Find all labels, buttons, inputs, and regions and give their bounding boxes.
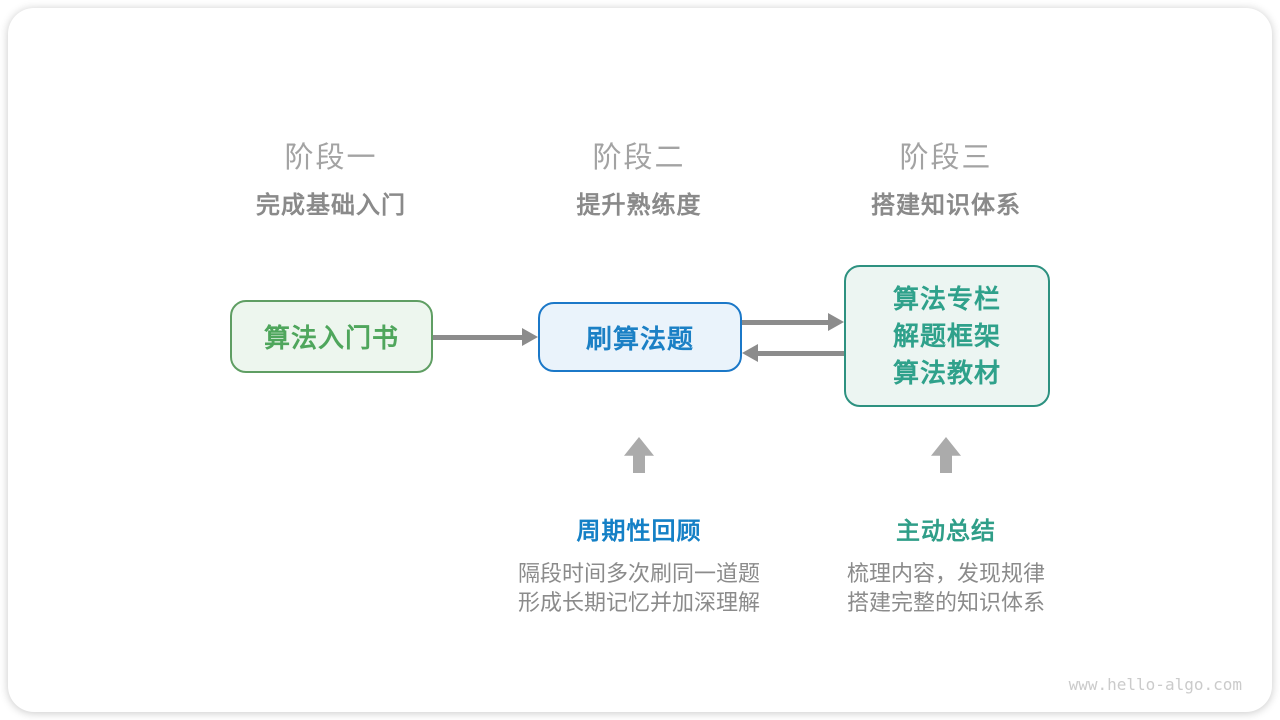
stage-3-title: 阶段三 (899, 142, 993, 174)
arrow-head-right-icon (828, 313, 844, 331)
node-practice-label: 刷算法题 (585, 323, 694, 354)
stage-2-subtitle: 提升熟练度 (576, 192, 702, 219)
arrow-shaft (433, 334, 522, 340)
arrow-up-icon (624, 437, 654, 473)
stage-1-subtitle: 完成基础入门 (256, 192, 406, 219)
node-practice: 刷算法题 (538, 302, 742, 372)
annotation-review-label: 周期性回顾 (576, 518, 702, 545)
arrow-shaft (758, 350, 844, 356)
annotation-review-desc-line-2: 形成长期记忆并加深理解 (517, 590, 760, 615)
arrow-shaft (742, 319, 828, 325)
node-intro-book: 算法入门书 (230, 300, 433, 373)
arrow-up-icon (931, 437, 961, 473)
annotation-summary-label: 主动总结 (896, 518, 996, 545)
annotation-review-desc: 隔段时间多次刷同一道题 形成长期记忆并加深理解 (459, 559, 819, 617)
annotation-review-desc-line-1: 隔段时间多次刷同一道题 (517, 561, 760, 586)
arrow-left-icon (742, 344, 844, 362)
arrow-right-icon (742, 313, 844, 331)
node-resources-line-2: 解题框架 (892, 320, 1001, 351)
stage-2-title: 阶段二 (592, 142, 686, 174)
diagram-card: 阶段一 阶段二 阶段三 完成基础入门 提升熟练度 搭建知识体系 算法入门书 刷算… (8, 8, 1272, 712)
annotation-summary-desc-line-1: 梳理内容，发现规律 (846, 561, 1045, 586)
arrow-head-right-icon (522, 328, 538, 346)
node-resources: 算法专栏 解题框架 算法教材 (844, 265, 1050, 407)
stage-3-subtitle: 搭建知识体系 (871, 192, 1021, 219)
stage-1-title: 阶段一 (284, 142, 378, 174)
arrow-right-icon (433, 328, 538, 346)
annotation-summary-desc: 梳理内容，发现规律 搭建完整的知识体系 (766, 559, 1126, 617)
node-intro-book-label: 算法入门书 (263, 323, 399, 353)
arrow-head-left-icon (742, 344, 758, 362)
annotation-summary-desc-line-2: 搭建完整的知识体系 (846, 590, 1045, 615)
node-resources-line-3: 算法教材 (892, 357, 1001, 388)
node-resources-line-1: 算法专栏 (892, 283, 1001, 314)
watermark: www.hello-algo.com (1068, 675, 1242, 694)
